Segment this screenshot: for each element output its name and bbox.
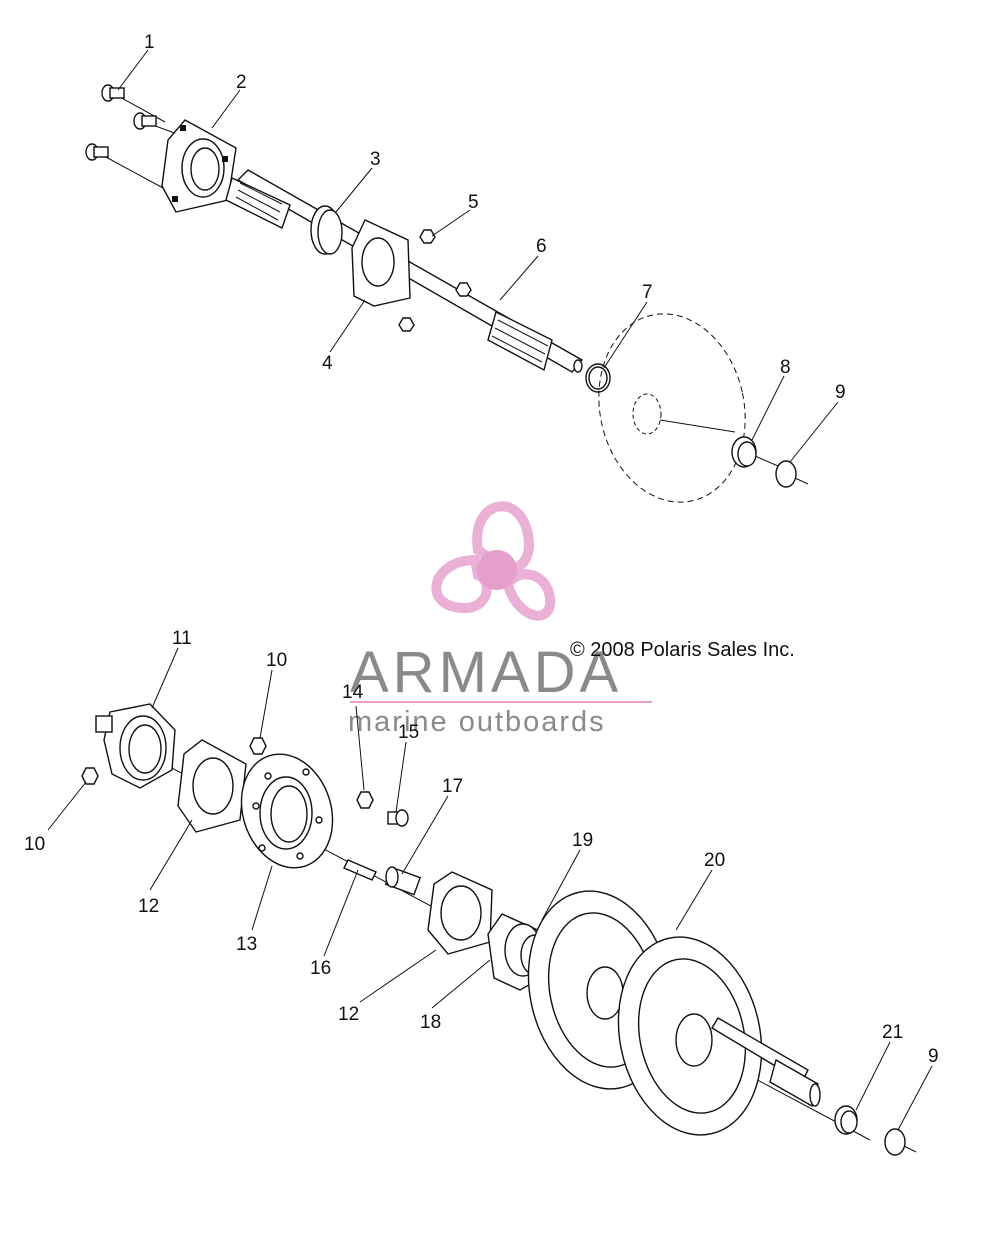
snap-ring [884,1128,917,1156]
callout-5: 5 [468,192,479,213]
callout-10: 10 [266,650,287,671]
chaincase-outline [598,313,746,503]
callout-20: 20 [704,850,725,871]
callout-15: 15 [398,722,419,743]
bearing-flange-plate [161,119,237,213]
shaft-key [343,859,377,881]
callout-6: 6 [536,236,547,257]
callout-12-lower: 12 [338,1004,359,1025]
flange-bolt [85,143,164,189]
callout-19: 19 [572,830,593,851]
bearing-flange-plate [351,219,411,307]
shaft-seal-ring [310,205,343,255]
callout-9-lower: 9 [928,1046,939,1067]
callout-numbers: 1 2 3 4 5 6 7 8 9 10 11 10 12 13 14 15 1… [24,32,939,1067]
watermark-subtitle: marine outboards [348,706,606,738]
housing-nut [81,767,99,785]
shaft-o-ring [585,363,611,393]
callout-9: 9 [835,382,846,403]
callout-4: 4 [322,353,333,374]
plate-nut [356,791,374,809]
callout-3: 3 [370,149,381,170]
callout-13: 13 [236,934,257,955]
lower-driveshaft [711,1017,821,1108]
shaft-bushing [384,866,422,896]
callout-18: 18 [420,1012,441,1033]
plate-bolt [387,809,409,827]
callout-12: 12 [138,896,159,917]
drive-sprocket [617,936,763,1136]
callout-10-left: 10 [24,834,45,855]
callout-14: 14 [342,682,364,703]
callout-2: 2 [236,72,247,93]
callout-1: 1 [144,32,155,53]
flange-gasket [427,871,493,955]
snap-ring [775,460,809,488]
flange-bolt [133,112,181,136]
lower-driveshaft-assembly [81,703,917,1156]
shaft-bearing [731,436,757,468]
bearing-plate [240,753,334,869]
housing-nut [249,737,267,755]
copyright-notice: © 2008 Polaris Sales Inc. [570,639,795,661]
callout-8: 8 [780,357,791,378]
callout-11: 11 [172,628,192,649]
shaft-bearing [834,1105,858,1135]
flange-gasket [177,739,247,833]
watermark-title: ARMADA [350,640,622,705]
callout-17: 17 [442,776,463,797]
upper-driveshaft-assembly [85,84,809,503]
flange-bolt [101,84,166,123]
leader-lines [47,49,933,1131]
callout-21: 21 [882,1022,903,1043]
armada-logo-icon [431,501,556,621]
callout-16: 16 [310,958,331,979]
flange-nut [398,229,472,332]
bearing-housing [95,703,176,789]
callout-7: 7 [642,282,653,303]
